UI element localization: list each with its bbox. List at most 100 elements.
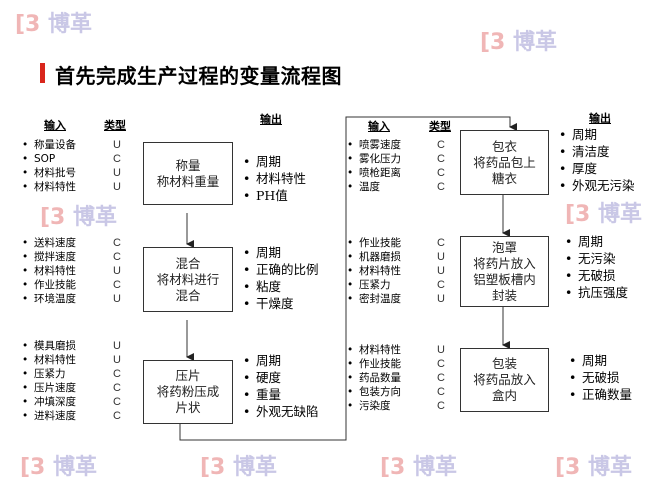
output-label: 抗压强度	[578, 285, 629, 300]
watermark-text: 博革	[48, 12, 93, 37]
bullet-icon: •	[22, 368, 29, 380]
variable-type: C	[437, 237, 445, 249]
input-variable: •药品数量	[347, 371, 401, 385]
variable-type: U	[113, 265, 121, 277]
output-item: •正确的比例	[243, 262, 319, 278]
bullet-icon: •	[22, 382, 29, 394]
header-output: 输出	[260, 113, 282, 126]
bullet-icon: •	[347, 386, 354, 398]
input-variable: •搅拌速度	[22, 250, 76, 264]
bullet-icon: •	[22, 354, 29, 366]
process-name: 压片	[175, 368, 201, 383]
output-item: •周期	[559, 127, 597, 143]
bullet-icon: •	[243, 353, 251, 368]
variable-type: C	[113, 368, 121, 380]
output-label: 厚度	[572, 161, 598, 176]
input-label: 称量设备	[34, 139, 76, 151]
bullet-icon: •	[559, 127, 567, 142]
bullet-icon: •	[22, 410, 29, 422]
input-variable: •雾化压力	[347, 152, 401, 166]
output-item: • 周期	[243, 353, 282, 369]
output-label: 干燥度	[256, 296, 294, 311]
bullet-icon: •	[243, 171, 251, 186]
variable-type: C	[437, 139, 445, 151]
variable-type: C	[113, 279, 121, 291]
input-variable: •作业技能	[22, 278, 76, 292]
output-label: 周期	[256, 353, 282, 368]
watermark-text: 博革	[73, 205, 118, 230]
output-item: • 正确数量	[569, 387, 633, 403]
input-variable: •喷枪距离	[347, 166, 401, 180]
input-label: 冲填深度	[34, 396, 76, 408]
output-item: •清洁度	[559, 144, 610, 160]
bullet-icon: •	[243, 245, 251, 260]
process-name: 泡罩	[491, 239, 517, 255]
process-box: 混合将材料进行混合	[143, 247, 233, 312]
process-box: 称量称材料重量	[143, 142, 233, 205]
bullet-icon: •	[243, 387, 251, 402]
output-item: •干燥度	[243, 296, 294, 312]
variable-type: C	[113, 153, 121, 165]
variable-type: C	[437, 153, 445, 165]
bullet-icon: •	[347, 344, 354, 356]
output-label: 周期	[256, 245, 282, 260]
variable-type: C	[113, 237, 121, 249]
bullet-icon: •	[565, 251, 573, 266]
watermark-text: 博革	[233, 455, 278, 480]
output-item: • 周期	[243, 245, 282, 261]
process-description: 糖衣	[491, 170, 517, 186]
header-output: 输出	[589, 112, 611, 125]
input-label: 送料速度	[34, 237, 76, 249]
input-label: 喷雾速度	[359, 139, 401, 151]
output-label: 材料特性	[256, 171, 307, 186]
bullet-icon: •	[347, 400, 354, 412]
output-label: 周期	[256, 154, 282, 169]
input-label: 材料批号	[34, 167, 76, 179]
output-item: •粘度	[243, 279, 281, 295]
output-label: PH值	[256, 188, 288, 203]
process-description: 将材料进行	[156, 271, 220, 287]
bullet-icon: •	[347, 279, 354, 291]
logo-mark-icon: [3	[20, 455, 46, 480]
input-variable: •温度	[347, 180, 380, 194]
watermark-text: 博革	[588, 455, 633, 480]
output-label: 正确数量	[582, 387, 633, 402]
bullet-icon: •	[22, 153, 29, 165]
output-label: 无破损	[578, 268, 616, 283]
watermark-text: 博革	[598, 202, 643, 227]
output-label: 周期	[582, 353, 608, 368]
input-label: 药品数量	[359, 372, 401, 384]
output-label: 周期	[578, 234, 604, 249]
bullet-icon: •	[243, 188, 251, 203]
logo-mark-icon: [3	[380, 455, 406, 480]
bullet-icon: •	[22, 167, 29, 179]
page-title: 首先完成生产过程的变量流程图	[55, 64, 342, 88]
bullet-icon: •	[22, 396, 29, 408]
variable-type: C	[437, 386, 445, 398]
bullet-icon: •	[22, 279, 29, 291]
output-item: •无污染	[565, 251, 616, 267]
bullet-icon: •	[559, 178, 567, 193]
input-variable: •环境温度	[22, 292, 76, 306]
watermark-logo: [3 博革	[20, 455, 97, 481]
process-description: 铝塑板槽内	[473, 271, 536, 287]
bullet-icon: •	[347, 153, 354, 165]
output-item: •周期	[569, 353, 608, 369]
bullet-icon: •	[347, 167, 354, 179]
input-variable: •模具磨损	[22, 339, 76, 353]
output-label: 正确的比例	[256, 262, 319, 277]
output-label: 无破损	[582, 370, 620, 385]
input-variable: •称量设备	[22, 138, 76, 152]
input-label: 环境温度	[34, 293, 76, 305]
bullet-icon: •	[569, 387, 577, 402]
output-item: •外观无污染	[559, 178, 635, 194]
input-variable: •压紧力	[22, 367, 66, 381]
variable-type: C	[437, 372, 445, 384]
bullet-icon: •	[243, 154, 251, 169]
bullet-icon: •	[559, 161, 567, 176]
process-description: 片状	[175, 400, 201, 415]
variable-type: U	[113, 167, 121, 179]
process-name: 称量	[175, 157, 201, 173]
output-label: 重量	[256, 387, 282, 402]
